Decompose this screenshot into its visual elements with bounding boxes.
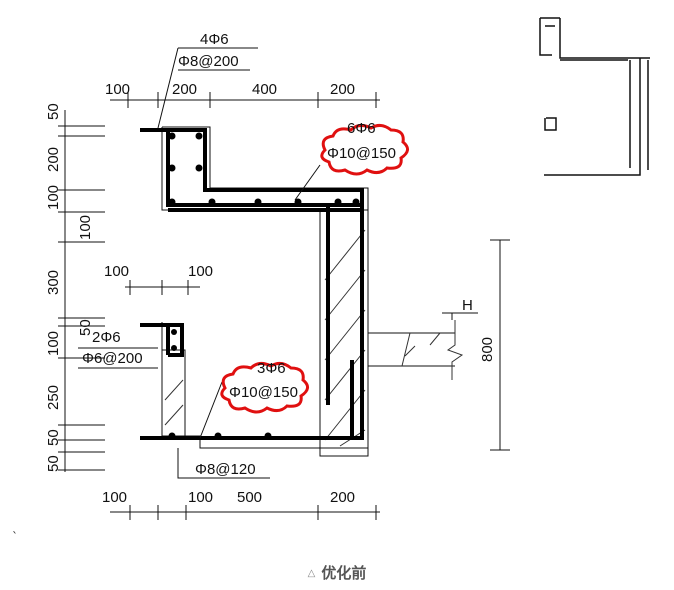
left-dim-5: 300: [45, 270, 62, 295]
left-dim-4: 100: [77, 215, 94, 240]
left-dim-6: 50: [77, 319, 94, 336]
triangle-icon: △: [307, 568, 316, 579]
top-dim-3: 400: [252, 81, 277, 98]
beam-outline: [161, 126, 369, 457]
label-bottom-stirrup: Φ8@120: [195, 461, 256, 478]
left-dim-7: 100: [45, 331, 62, 356]
label-cloud2-bars: 3Φ6: [257, 360, 286, 377]
left-dim-8: 250: [45, 385, 62, 410]
label-left-stirrup: Φ6@200: [82, 350, 143, 367]
revision-cloud: [220, 123, 409, 414]
left-dim-1: 50: [45, 103, 62, 120]
mid-dim-1: 100: [104, 263, 129, 280]
label-cloud2-stirrup: Φ10@150: [229, 384, 298, 401]
pier-outline: [161, 349, 186, 437]
mini-schematic: [539, 17, 650, 176]
label-left-bars: 2Φ6: [92, 329, 121, 346]
stray-tick: `: [12, 530, 18, 544]
left-dim-10: 50: [45, 455, 62, 472]
bottom-dim-4: 200: [330, 489, 355, 506]
break-line: [446, 320, 464, 380]
top-dim-1: 100: [105, 81, 130, 98]
left-dim-9: 50: [45, 429, 62, 446]
label-top-stirrup: Φ8@200: [178, 53, 239, 70]
left-dim-3: 100: [45, 185, 62, 210]
image-caption: △ 优化前: [0, 562, 674, 583]
bottom-dim-2: 100: [188, 489, 213, 506]
caption-text: 优化前: [321, 564, 367, 582]
rebar-dots: [168, 132, 360, 440]
slab-outline: [368, 332, 455, 367]
rebar: [140, 128, 364, 440]
bottom-dim-1: 100: [102, 489, 127, 506]
height-dim: 800: [479, 337, 496, 362]
label-cloud1-bars: 6Φ6: [347, 120, 376, 137]
top-dim-2: 200: [172, 81, 197, 98]
left-dim-2: 200: [45, 147, 62, 172]
dimension-lines: [58, 92, 510, 520]
label-top-bars: 4Φ6: [200, 31, 229, 48]
h-label: H: [462, 297, 473, 314]
top-dim-4: 200: [330, 81, 355, 98]
mid-dim-2: 100: [188, 263, 213, 280]
label-cloud1-stirrup: Φ10@150: [327, 145, 396, 162]
left-dims: 50 200 100 100 300 50 100 250 50 50: [45, 103, 94, 472]
bottom-dim-3: 500: [237, 489, 262, 506]
